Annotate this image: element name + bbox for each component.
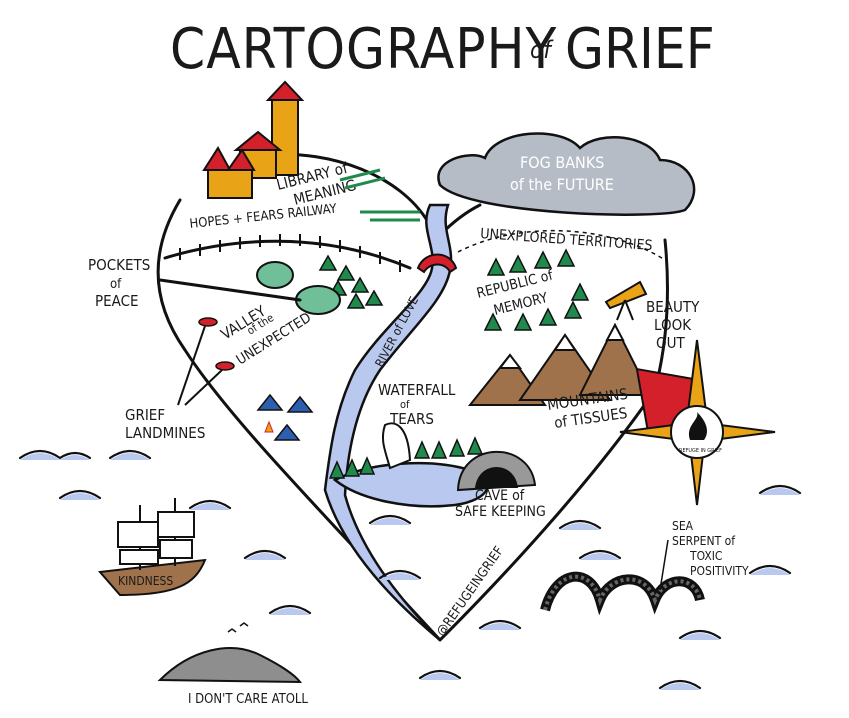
beauty-label-3: OUT (656, 334, 686, 352)
campfire-icon (264, 420, 274, 433)
pockets-of-peace: POCKETS of PEACE (88, 256, 341, 315)
ship-label: KINDNESS (118, 574, 173, 588)
library-of-meaning: LIBRARY of MEANING (202, 80, 420, 222)
pockets-label-1: POCKETS (88, 256, 150, 274)
title-main: CARTOGRAPHY (170, 17, 557, 82)
waterfall (381, 422, 412, 470)
pockets-label-3: PEACE (95, 292, 139, 310)
fog-label-2: of the FUTURE (510, 175, 614, 194)
river-of-love (323, 203, 453, 641)
railway-label: HOPES + FEARS RAILWAY (189, 202, 338, 232)
serpent-label-3: TOXIC (689, 549, 722, 563)
serpent-label-1: SEA (672, 519, 694, 533)
cave-of-safe-keeping: CAVE of SAFE KEEPING (455, 450, 546, 520)
camp-tents (256, 393, 314, 441)
waterfall-label-1: WATERFALL (378, 381, 456, 399)
pockets-label-2: of (110, 277, 122, 292)
beauty-label-1: BEAUTY (646, 298, 700, 316)
landmines-label-1: GRIEF (125, 406, 165, 424)
map-title: CARTOGRAPHY of GRIEF (170, 17, 715, 82)
flame-icon (688, 412, 708, 440)
mountains-of-tissues: MOUNTAINS of TISSUES (467, 322, 652, 432)
serpent-label-2: SERPENT of (672, 534, 736, 548)
landmines-label-2: LANDMINES (125, 424, 205, 442)
waterfall-label-3: TEARS (389, 410, 434, 428)
red-bridge (416, 253, 458, 274)
sea-serpent: SEA SERPENT of TOXIC POSITIVITY (540, 519, 749, 616)
beauty-label-2: LOOK (654, 316, 692, 334)
birds-icon (227, 622, 249, 633)
ship-kindness: KINDNESS (97, 498, 207, 597)
grief-landmines: GRIEF LANDMINES (125, 317, 235, 442)
unexplored-dashed-line (457, 229, 666, 261)
atoll-label: I DON'T CARE ATOLL (188, 692, 308, 707)
title-of: of (530, 36, 554, 64)
cave-label-2: SAFE KEEPING (455, 504, 546, 520)
serpent-label-4: POSITIVITY (690, 564, 749, 578)
cave-label-1: CAVE of (475, 488, 525, 504)
compass-rose: REFUGE IN GRIEF (619, 339, 776, 506)
i-dont-care-atoll: I DON'T CARE ATOLL (157, 622, 308, 707)
fog-banks-of-the-future: FOG BANKS of the FUTURE (437, 132, 696, 216)
compass-label: REFUGE IN GRIEF (679, 448, 722, 454)
telescope-icon (604, 280, 648, 321)
fog-label-1: FOG BANKS (520, 153, 604, 172)
title-end: GRIEF (565, 17, 715, 82)
waterfall-label-2: of (400, 398, 410, 411)
